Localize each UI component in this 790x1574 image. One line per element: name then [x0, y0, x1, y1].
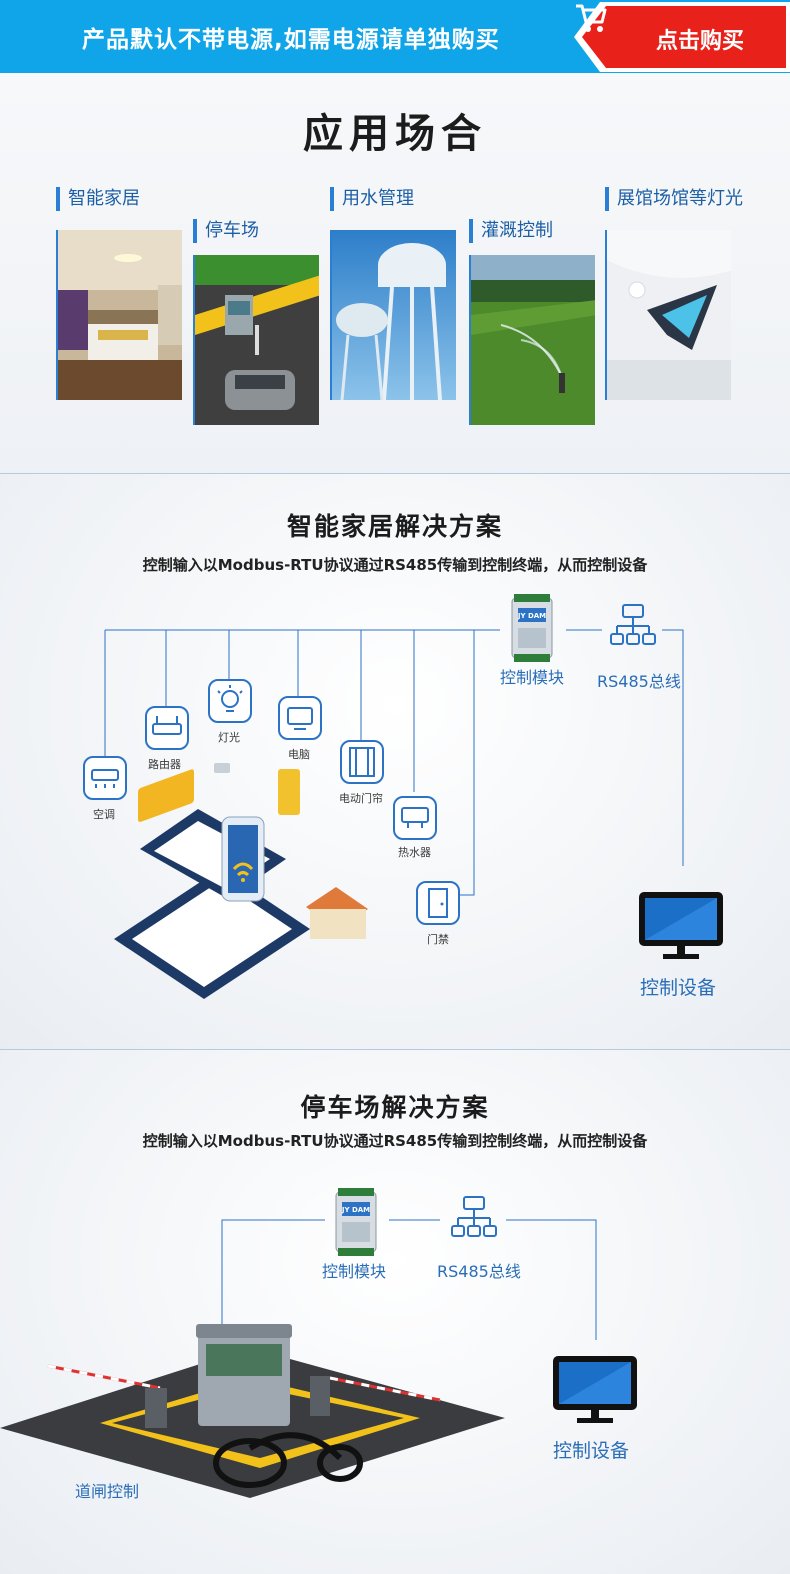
router-icon — [145, 706, 189, 750]
device-label: 路由器 — [148, 758, 181, 771]
buy-button-shape — [574, 2, 790, 72]
monitor-icon — [639, 892, 723, 959]
door-access-icon — [416, 881, 460, 925]
buy-button[interactable]: 点击购买 — [574, 2, 790, 72]
light-bulb-icon — [208, 679, 252, 723]
scene-label: 展馆场馆等灯光 — [605, 187, 743, 211]
smart-home-description: 控制输入以Modbus-RTU协议通过RS485传输到控制终端，从而控制设备 — [142, 556, 648, 574]
control-module-icon: JY DAM — [511, 594, 553, 662]
parking-title: 停车场解决方案 — [300, 1093, 490, 1122]
scene-label: 灌溉控制 — [469, 219, 553, 243]
device-label: 热水器 — [398, 846, 431, 859]
rs485-bus-label: RS485总线 — [437, 1262, 521, 1281]
rs485-bus-label: RS485总线 — [597, 672, 681, 691]
control-device-label: 控制设备 — [553, 1440, 630, 1462]
exhibition-hall-photo — [605, 230, 731, 400]
water-heater-icon — [393, 796, 437, 840]
promo-banner: 产品默认不带电源,如需电源请单独购买 点击购买 — [0, 0, 790, 73]
parking-gate-illustration — [0, 1324, 505, 1498]
parking-description: 控制输入以Modbus-RTU协议通过RS485传输到控制终端，从而控制设备 — [142, 1132, 648, 1150]
rs485-bus-icon — [451, 1196, 497, 1237]
cart-icon — [576, 4, 607, 32]
device-label: 灯光 — [218, 731, 240, 744]
scene-irrigation: 灌溉控制 — [469, 219, 599, 509]
device-label: 空调 — [93, 808, 115, 821]
module-brand-label: JY DAM — [341, 1206, 370, 1214]
smart-home-section: 智能家居解决方案 控制输入以Modbus-RTU协议通过RS485传输到控制终端… — [0, 474, 790, 1049]
control-module-label: 控制模块 — [322, 1262, 387, 1281]
section-divider — [0, 1049, 790, 1050]
scene-smart-home: 智能家居 — [56, 187, 186, 477]
parking-wiring — [221, 1219, 597, 1340]
scene-lighting: 展馆场馆等灯光 — [605, 187, 765, 477]
computer-icon — [278, 696, 322, 740]
device-label: 电脑 — [288, 748, 310, 761]
smart-home-illustration — [114, 763, 368, 999]
parking-section: 停车场解决方案 控制输入以Modbus-RTU协议通过RS485传输到控制终端，… — [0, 1050, 790, 1574]
scene-label: 用水管理 — [330, 187, 414, 211]
smart-home-wiring — [104, 629, 684, 896]
water-tower-photo — [330, 230, 456, 400]
scene-label: 停车场 — [193, 219, 259, 243]
gate-control-label: 道闸控制 — [75, 1482, 140, 1501]
control-module-label: 控制模块 — [500, 668, 565, 687]
buy-button-label: 点击购买 — [656, 29, 745, 54]
scene-water: 用水管理 — [330, 187, 460, 477]
control-module-icon: JY DAM — [335, 1188, 377, 1256]
curtain-icon — [340, 740, 384, 784]
applications-section: 应用场合 智能家居 停车场 — [0, 73, 790, 473]
scene-parking: 停车场 — [193, 219, 323, 509]
bedroom-photo — [56, 230, 182, 400]
parking-booth-photo — [193, 255, 319, 425]
rs485-bus-icon — [610, 604, 656, 645]
scene-label: 智能家居 — [56, 187, 140, 211]
smart-home-title: 智能家居解决方案 — [286, 512, 503, 541]
control-device-label: 控制设备 — [640, 977, 717, 999]
device-label: 门禁 — [427, 933, 449, 946]
power-notice: 产品默认不带电源,如需电源请单独购买 — [82, 27, 500, 53]
monitor-icon — [553, 1356, 637, 1423]
module-brand-label: JY DAM — [517, 612, 546, 620]
applications-title: 应用场合 — [303, 111, 487, 157]
device-label: 电动门帘 — [339, 792, 383, 805]
sprinkler-field-photo — [469, 255, 595, 425]
air-conditioner-icon — [83, 756, 127, 800]
section-divider — [0, 473, 790, 474]
